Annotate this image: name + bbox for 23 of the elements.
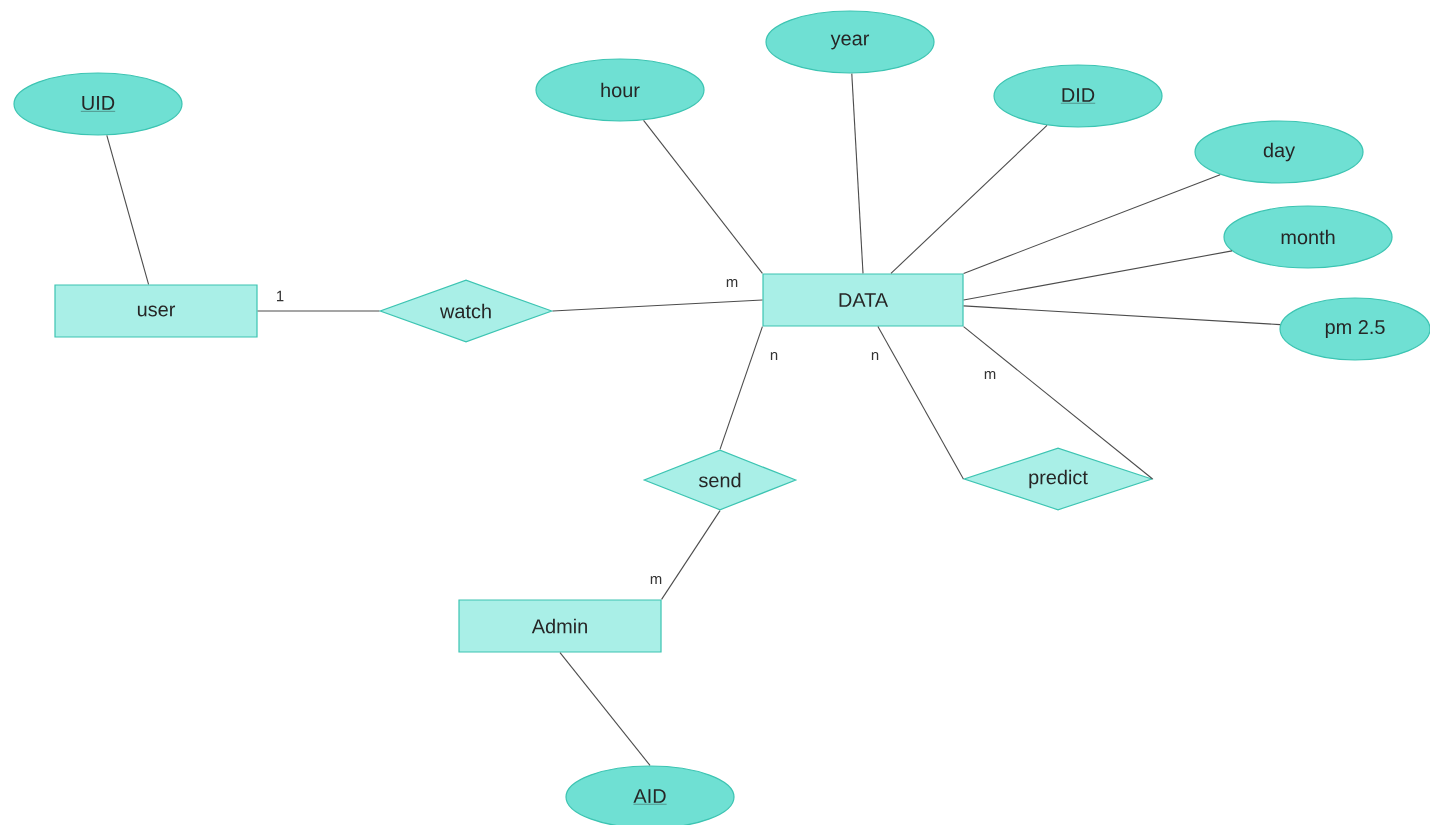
entity-box: user (54, 284, 258, 338)
connector-line (552, 299, 763, 312)
connector-line (643, 119, 763, 274)
cardinality-label: m (648, 575, 664, 586)
cardinality-label: m (724, 278, 740, 288)
entity-box: DATA (762, 273, 964, 327)
entity-box: Admin (458, 599, 662, 653)
connector-line (719, 326, 763, 450)
connector-line (963, 250, 1233, 301)
cardinality-label: 1 (274, 289, 286, 303)
connector-line (106, 134, 150, 285)
connector-line (851, 73, 864, 274)
cardinality-label: n (768, 351, 780, 361)
connector-line (890, 124, 1048, 274)
cardinality-label: m (982, 370, 998, 380)
connector-line (559, 652, 651, 766)
connector-line (963, 305, 1281, 326)
cardinality-label: n (869, 351, 881, 361)
connector-line (257, 310, 380, 312)
connector-line (877, 326, 964, 480)
connector-line (963, 174, 1221, 274)
connector-line (963, 326, 1154, 480)
connector-line (661, 510, 721, 600)
